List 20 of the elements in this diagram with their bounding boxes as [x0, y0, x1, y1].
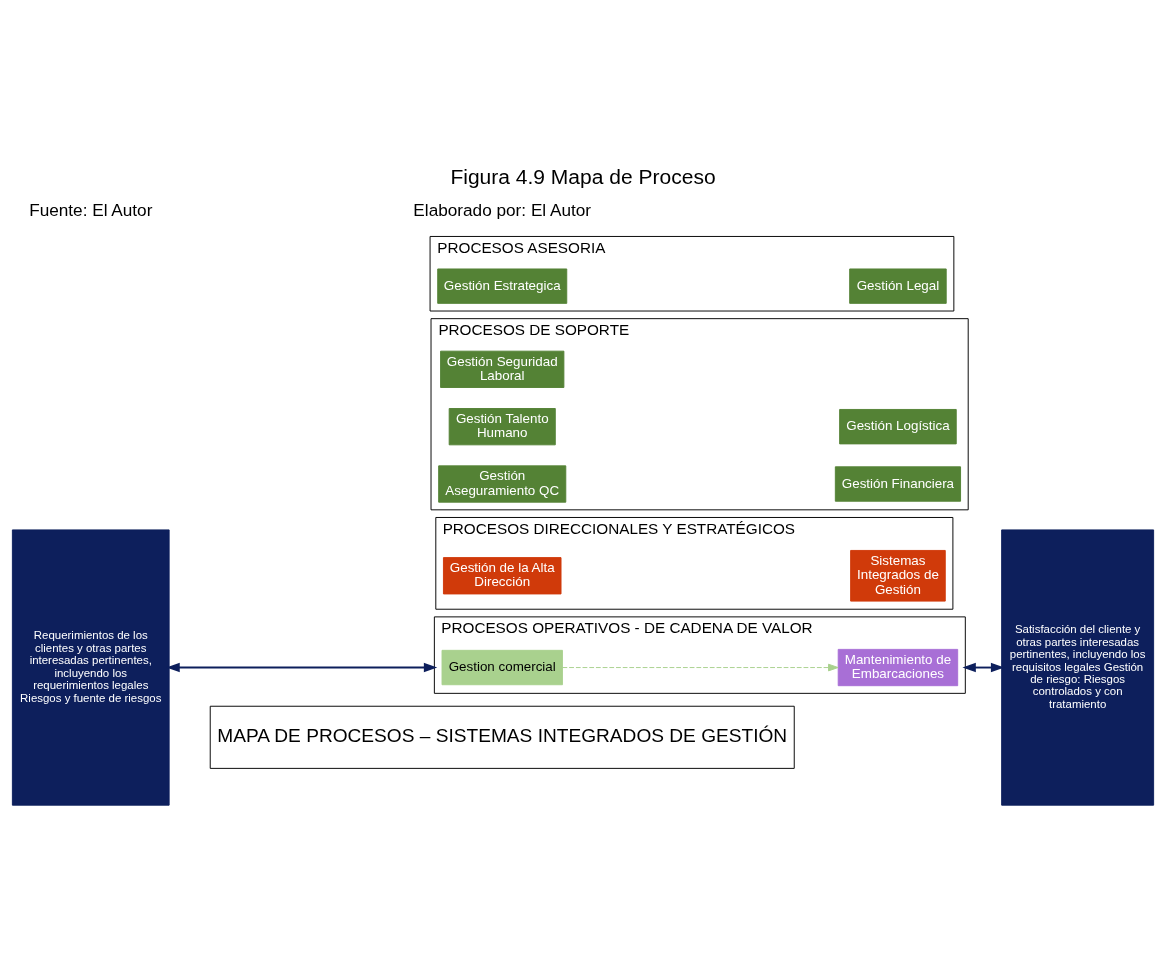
arrow	[562, 663, 839, 672]
node-box: MAPA DE PROCESOS – SISTEMAS INTEGRADOS DE GESTIÓN	[209, 705, 795, 769]
node-box: Satisfacción del cliente y otras partes interesadas pertinentes, incluyendo los requisitos legales Gestión de riesgo: Riesgos controlados y con tratamiento	[1001, 529, 1155, 806]
node-box: Gestión Aseguramiento QC	[438, 465, 567, 503]
node-box: Gestión Logística	[839, 409, 957, 445]
node-box: Gestión de la Alta Dirección	[442, 557, 562, 595]
label: Fuente: El Autor	[29, 199, 153, 220]
node-box: Gestión Financiera	[834, 466, 962, 502]
node-box: Gestion comercial	[441, 649, 563, 686]
diagram-title: Figura 4.9 Mapa de Proceso	[450, 165, 716, 189]
node-box: Requerimientos de los clientes y otras partes interesadas pertinentes, incluyendo los requerimientos legales Riesgos y fuente de riesgos	[11, 529, 170, 806]
node-box: Gestión Seguridad Laboral	[440, 350, 565, 388]
node-box: Mantenimiento de Embarcaciones	[837, 648, 959, 687]
node-box: Sistemas Integrados de Gestión	[850, 549, 946, 602]
label: Elaborado por: El Autor	[413, 199, 592, 220]
arrow	[166, 662, 438, 673]
arrow	[962, 662, 1005, 673]
node-box: Gestión Legal	[849, 268, 947, 304]
node-box: Gestión Talento Humano	[448, 408, 556, 446]
node-box: Gestión Estrategica	[437, 268, 568, 304]
